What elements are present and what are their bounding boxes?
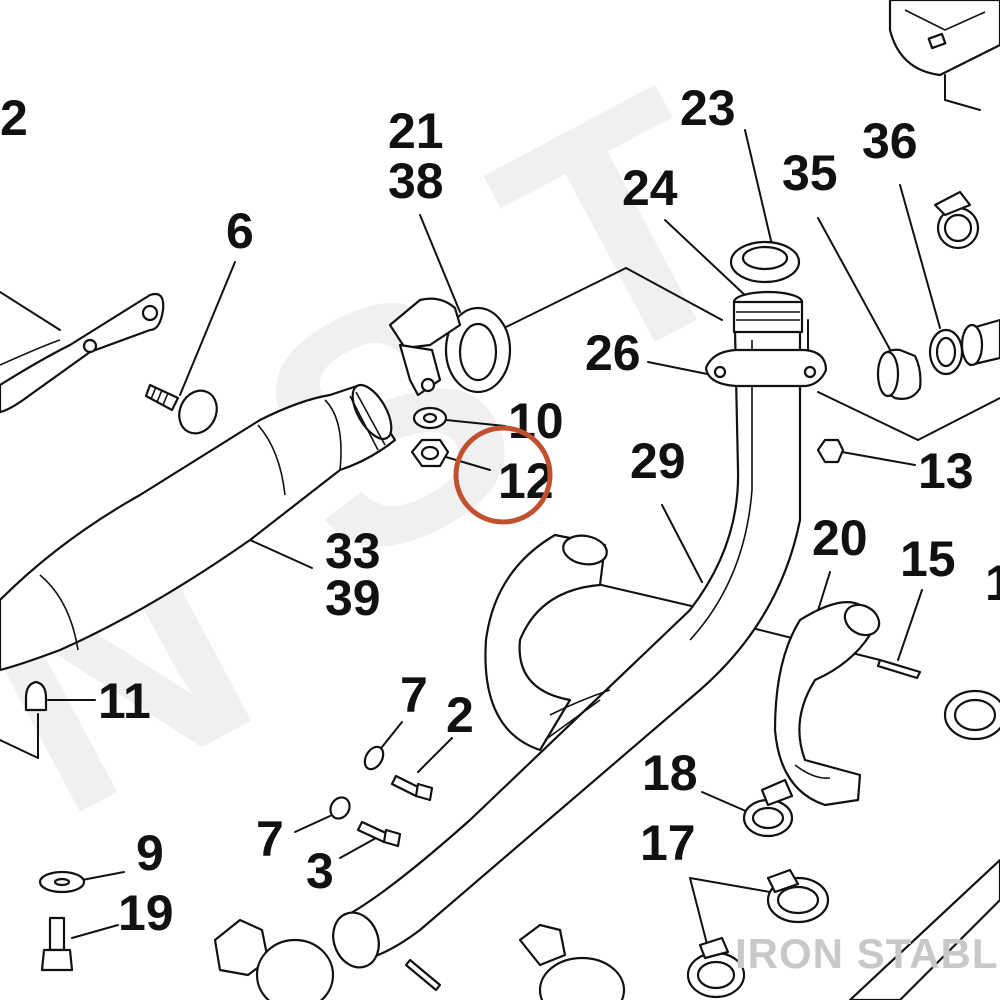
callout-38: 38 xyxy=(388,153,444,209)
pipe-20-part xyxy=(773,601,881,807)
callout-1-edge: 1 xyxy=(985,555,1000,611)
callout-35: 35 xyxy=(782,145,838,201)
top-bracket-part xyxy=(888,0,1000,111)
sensor-bottom-part xyxy=(404,958,442,992)
hose-clamp-17a-part xyxy=(766,868,830,924)
spacer-35-part xyxy=(876,348,922,400)
gasket-23-part xyxy=(729,240,801,284)
callout-29: 29 xyxy=(630,433,686,489)
hose-clamp-17b-part xyxy=(686,936,746,999)
callout-39: 39 xyxy=(325,570,381,626)
washer-9-part xyxy=(38,870,86,894)
callout-20: 20 xyxy=(812,510,868,566)
head-pipe-29-part xyxy=(332,290,828,969)
muffler-part xyxy=(0,383,397,672)
callout-21: 21 xyxy=(388,103,444,159)
acorn-nut-11-part xyxy=(24,680,48,712)
callout-36: 36 xyxy=(862,113,918,169)
callout-9: 9 xyxy=(136,825,164,881)
sleeve-part xyxy=(960,318,1000,367)
nut-13-part xyxy=(816,438,845,464)
callout-7-a: 7 xyxy=(400,667,428,723)
callout-24: 24 xyxy=(622,160,678,216)
callout-11: 11 xyxy=(98,673,151,729)
clamp-bottom-center-part xyxy=(518,923,626,1000)
callout-7-b: 7 xyxy=(256,811,284,867)
clamp-21-38-part xyxy=(388,297,512,397)
leader-lines xyxy=(0,129,1000,949)
callout-23: 23 xyxy=(680,80,736,136)
callout-18: 18 xyxy=(642,745,698,801)
callout-15: 15 xyxy=(900,531,956,587)
bolt-3-part xyxy=(356,820,402,848)
washer-7a-part xyxy=(363,745,385,771)
callout-2-b: 2 xyxy=(446,687,474,743)
nut-12-part xyxy=(410,438,450,468)
washer-7b-part xyxy=(329,796,351,820)
callout-26: 26 xyxy=(585,325,641,381)
bolt-2-part xyxy=(390,774,434,802)
highlight-circle xyxy=(453,425,553,525)
callouts: 2 21 38 23 36 24 35 6 26 10 12 29 13 33 … xyxy=(0,80,1000,941)
callout-17: 17 xyxy=(640,815,696,871)
hose-clamp-top-part xyxy=(933,190,980,250)
hose-clamp-18-part xyxy=(742,778,794,838)
callout-3: 3 xyxy=(306,843,334,899)
ring-36-part xyxy=(928,328,964,376)
bolt-19-part xyxy=(40,916,74,972)
washer-10-part xyxy=(412,406,448,430)
callout-13: 13 xyxy=(918,443,974,499)
bolt-6-part xyxy=(144,383,218,435)
lower-pipe-part xyxy=(848,858,1000,1000)
muffler-bracket-part xyxy=(0,292,165,414)
callout-33: 33 xyxy=(325,523,381,579)
callout-19: 19 xyxy=(118,885,174,941)
sensor-15-part xyxy=(876,658,922,680)
crossover-pipe-part xyxy=(484,533,611,752)
callout-2-top: 2 xyxy=(0,90,28,146)
watermark-logo: IRON STABLE xyxy=(735,930,1000,977)
clamp-bottom-left-part xyxy=(213,918,335,1000)
callout-6: 6 xyxy=(226,203,254,259)
hose-clamp-right-part xyxy=(943,689,1000,741)
